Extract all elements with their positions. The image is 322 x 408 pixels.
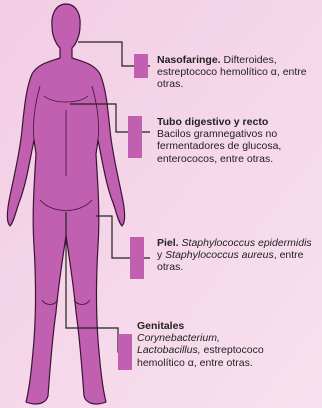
- label-genitales-title: Genitales: [137, 320, 185, 332]
- left-arm-line: [33, 85, 41, 141]
- label-piel-conj: y: [157, 249, 166, 262]
- label-piel: Piel. Staphylococcus epidermidis y Staph…: [157, 237, 317, 274]
- label-genitales: Genitales Corynebacterium, Lactobacillus…: [137, 320, 267, 369]
- label-piel-species1: Staphylococcus epidermidis: [178, 237, 312, 249]
- label-tubo-digestivo: Tubo digestivo y recto Bacilos gramnegat…: [157, 116, 317, 165]
- label-tubo-title: Tubo digestivo y recto: [157, 116, 269, 128]
- right-knee-line: [73, 299, 91, 305]
- marker-genitales: [118, 334, 132, 370]
- label-tubo-text: Bacilos gramnegativos no fermentadores d…: [157, 128, 282, 165]
- left-knee-line: [41, 299, 59, 305]
- hip-line: [39, 199, 93, 211]
- chest-line: [43, 95, 89, 103]
- label-nasofaringe: Nasofaringe. Difteroides, estreptococo h…: [157, 54, 322, 91]
- marker-nasofaringe: [134, 54, 148, 78]
- label-markers: [118, 54, 148, 370]
- label-nasofaringe-text: Difteroides, estreptococo hemolítico α, …: [157, 54, 307, 91]
- label-piel-title: Piel.: [157, 237, 179, 249]
- label-piel-species2: Staphylococcus aureus: [165, 249, 274, 262]
- marker-tubo: [128, 116, 142, 158]
- label-nasofaringe-title: Nasofaringe.: [157, 54, 221, 66]
- label-genitales-species: Corynebacterium, Lactobacillus,: [137, 332, 220, 357]
- label-piel-tail: , entre otras.: [157, 249, 304, 274]
- marker-piel: [130, 237, 144, 279]
- right-arm-line: [91, 85, 99, 141]
- label-genitales-text: estreptococo hemolítico α, entre otras.: [137, 344, 264, 369]
